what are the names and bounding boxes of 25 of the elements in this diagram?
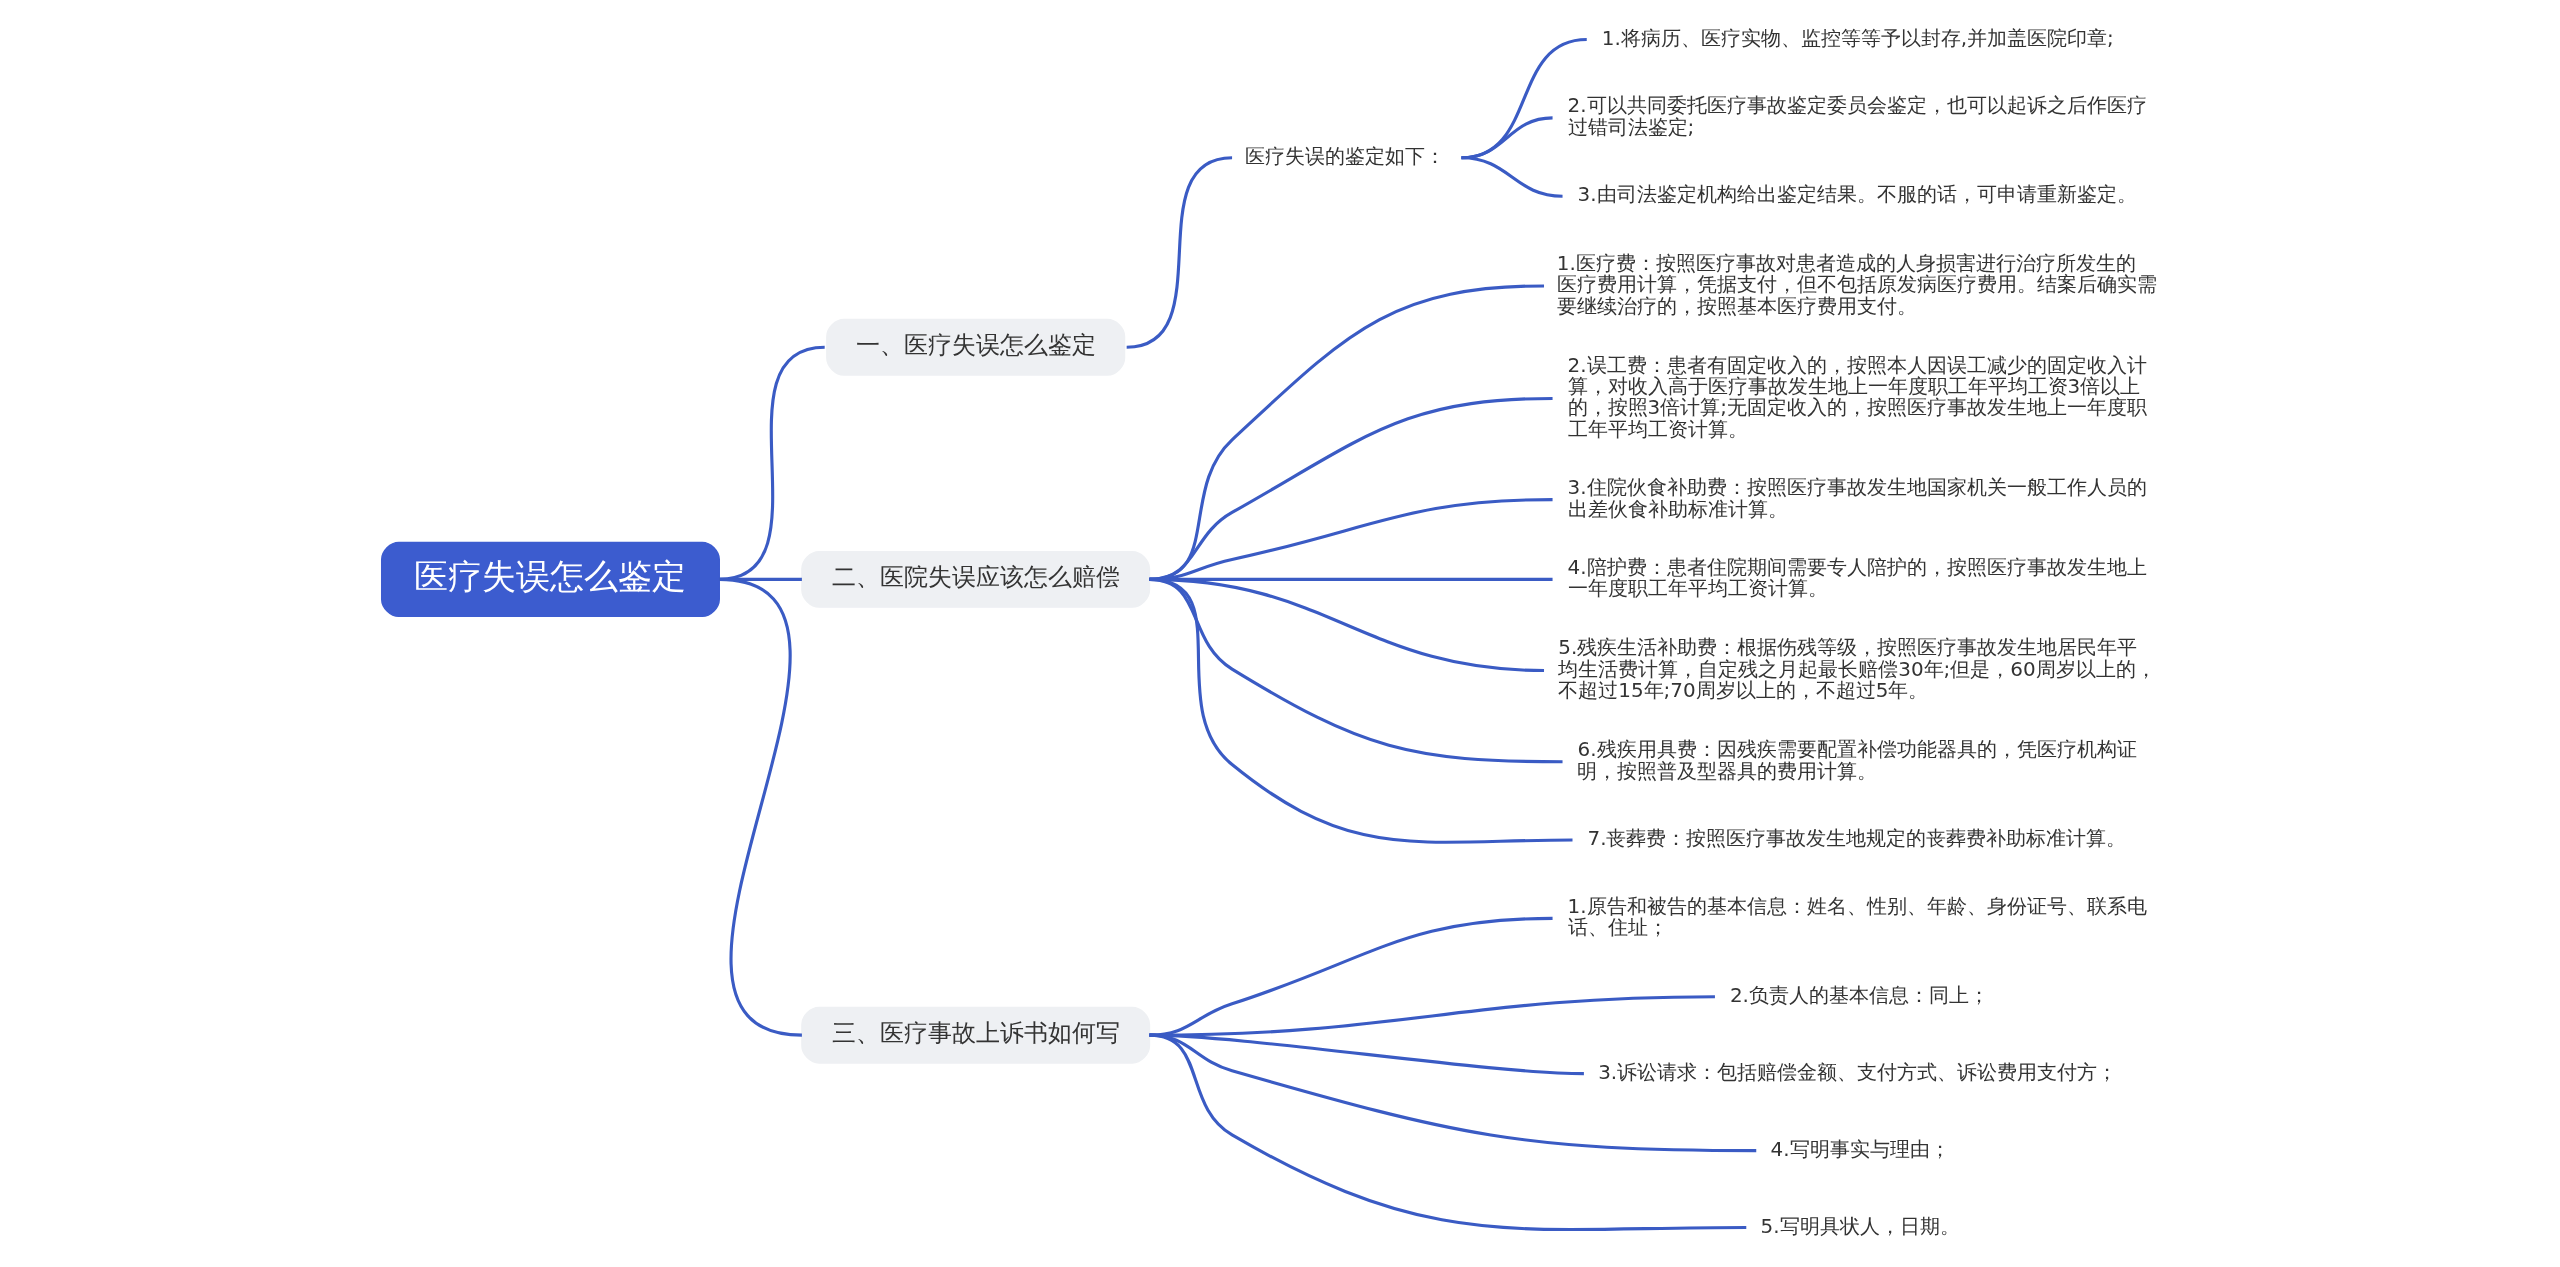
- node-text: 6.残疾用具费：因残疾需要配置补偿功能器具的，凭医疗机构证明，按照普及型器具的费用计算。: [1576, 737, 2137, 783]
- node-text: 3.住院伙食补助费：按照医疗事故发生地国家机关一般工作人员的出差伙食补助标准计算。: [1567, 475, 2147, 521]
- node-text: 3.由司法鉴定机构给出鉴定结果。不服的话，可申请重新鉴定。: [1576, 182, 2137, 207]
- node-text: 1.医疗费：按照医疗事故对患者造成的人身损害进行治疗所发生的医疗费用计算，凭据支付，但不包括原发病医疗费用。结案后确实需要继续治疗的，按照基本医疗费用支付。: [1556, 250, 2157, 318]
- node-text: 5.残疾生活补助费：根据伤残等级，按照医疗事故发生地居民年平均生活费计算，自定残之月起最长赔偿30年;但是，60周岁以上的，不超过15年;70周岁以上的，不超过5年。: [1557, 635, 2156, 703]
- node-text: 医疗失误的鉴定如下：: [1244, 144, 1445, 169]
- node-text: 5.写明具状人，日期。: [1760, 1213, 1960, 1238]
- node-box: 二、医院失误应该怎么赔偿: [800, 550, 1150, 608]
- node-text: 7.丧葬费：按照医疗事故发生地规定的丧葬费补助标准计算。: [1586, 826, 2126, 851]
- node-text: 4.陪护费：患者住院期间需要专人陪护的，按照医疗事故发生地上一年度职工年平均工资计算。: [1567, 554, 2147, 601]
- node-text: 3.诉讼请求：包括赔偿金额、支付方式、诉讼费用支付方；: [1597, 1059, 2117, 1084]
- node-text: 4.写明事实与理由；: [1770, 1136, 1950, 1161]
- node-text: 1.将病历、医疗实物、监控等等予以封存,并加盖医院印章;: [1601, 25, 2114, 50]
- node-box: 三、医疗事故上诉书如何写: [800, 1006, 1150, 1064]
- node-text: 2.可以共同委托医疗事故鉴定委员会鉴定，也可以起诉之后作医疗过错司法鉴定;: [1567, 93, 2147, 139]
- connector: [1125, 156, 1232, 349]
- node-text: 2.负责人的基本信息：同上；: [1729, 982, 1989, 1007]
- connector: [1460, 156, 1563, 198]
- connector: [718, 577, 802, 1037]
- node-box: 医疗失误怎么鉴定: [380, 541, 720, 618]
- node-text: 2.误工费：患者有固定收入的，按照本人因误工减少的固定收入计算，对收入高于医疗事故发生地上一年度职工年平均工资3倍以上的，按照3倍计算;无固定收入的，按照医疗事故发生地上一年度职工年平均工资计算。: [1567, 352, 2147, 441]
- connector: [1148, 1033, 1746, 1232]
- node-text: 1.原告和被告的基本信息：姓名、性别、年龄、身份证号、联系电话、住址；: [1567, 893, 2147, 940]
- connector: [1148, 577, 1572, 844]
- node-box: 一、医疗失误怎么鉴定: [825, 318, 1125, 376]
